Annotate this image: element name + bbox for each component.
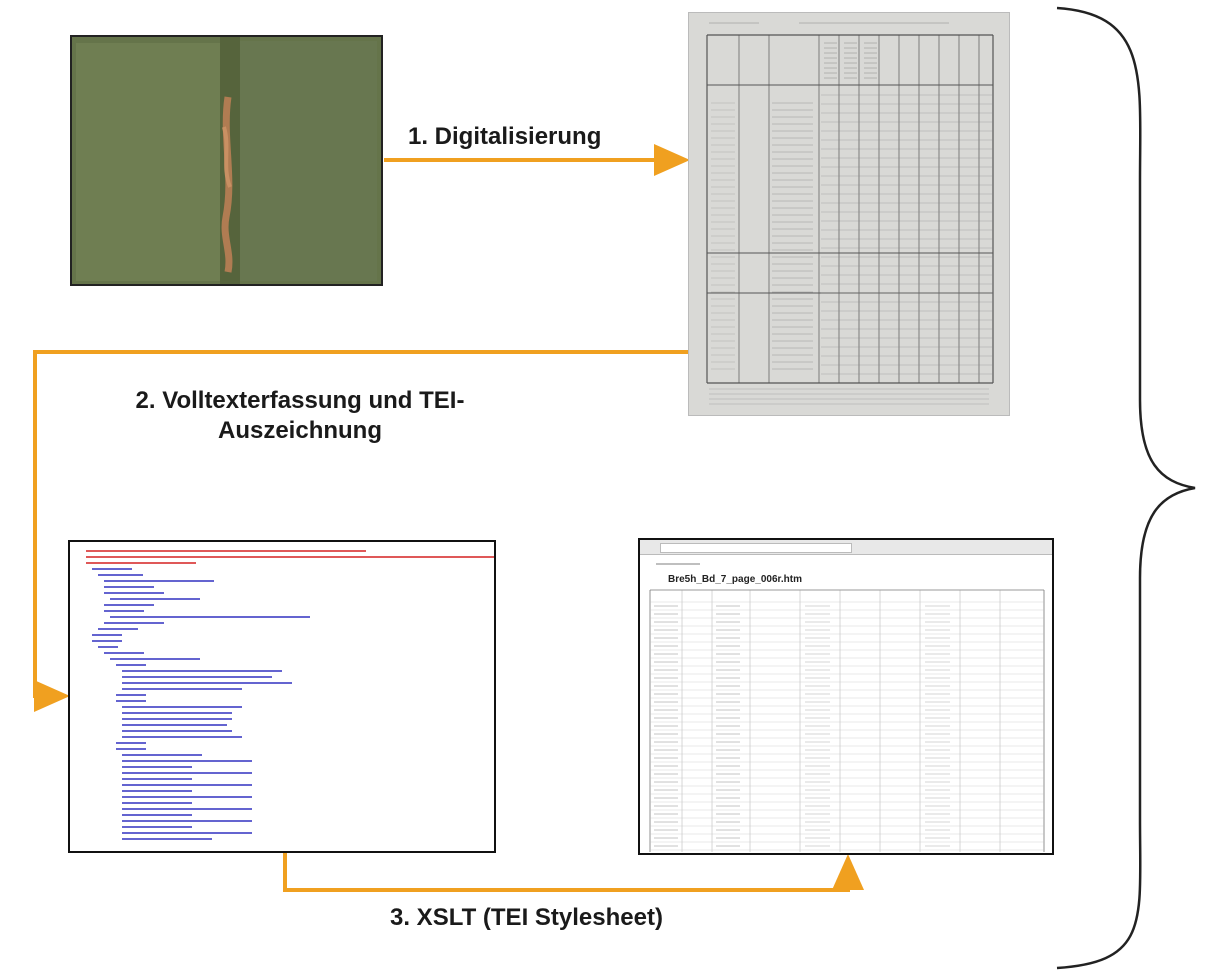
xml-code-line [122,718,232,720]
xml-code-line [104,586,154,588]
xml-code-line [116,700,146,702]
browser-url-bar [660,543,852,553]
step-2-label: 2. Volltexterfassung und TEI- Auszeichnu… [90,386,510,446]
xml-code-line [104,592,164,594]
arrow-volltexterfassung [33,350,688,712]
tei-xml-view [68,540,496,853]
xml-code-line [104,622,164,624]
xml-code-line [86,550,366,552]
xml-code-line [122,790,192,792]
step-1-label: 1. Digitalisierung [408,123,602,150]
xml-code-line [92,640,122,642]
xml-code-line [122,676,272,678]
xml-code-line [122,724,227,726]
xml-code-line [116,742,146,744]
html-title: Bre5h_Bd_7_page_006r.htm [668,574,802,585]
xml-code-line [104,652,144,654]
xml-code-line [122,706,242,708]
xml-code-line [122,802,192,804]
html-output-view: Bre5h_Bd_7_page_006r.htm [638,538,1054,855]
xml-code-line [122,772,252,774]
xml-code-line [104,610,144,612]
xml-code-line [104,580,214,582]
xml-code-line [122,760,252,762]
xml-code-line [122,730,232,732]
xml-code-line [92,568,132,570]
xml-code-line [98,646,118,648]
xml-code-line [116,694,146,696]
xml-code-line [122,688,242,690]
xml-code-line [122,808,252,810]
xml-code-line [86,556,494,558]
step-2-label-line2: Auszeichnung [217,417,382,444]
xml-code-line [86,562,196,564]
xml-code-line [98,628,138,630]
xml-code-line [116,664,146,666]
xml-code-line [122,832,252,834]
step-2-label-line1: 2. Volltexterfassung und TEI- [135,387,465,414]
xml-code-line [122,838,212,840]
xml-code-line [122,682,292,684]
step-3-label: 3. XSLT (TEI Stylesheet) [390,904,663,931]
xml-code-line [122,736,242,738]
xml-code-line [122,670,282,672]
xml-code-line [122,766,192,768]
xml-code-line [98,574,143,576]
xml-code-line [92,634,122,636]
xml-code-line [104,604,154,606]
xml-code-line [110,616,310,618]
xml-code-line [122,796,252,798]
curly-brace [1056,6,1196,970]
xml-code-line [122,754,202,756]
xml-code-line [122,784,252,786]
xml-code-line [122,814,192,816]
xml-code-line [122,820,252,822]
xml-code-line [110,598,200,600]
xml-code-line [110,658,200,660]
scanned-page [688,12,1010,416]
book-photo [70,35,383,286]
xml-code-line [122,712,232,714]
arrow-xslt [283,852,864,892]
xml-code-line [116,748,146,750]
xml-code-line [122,778,192,780]
xml-code-line [122,826,192,828]
